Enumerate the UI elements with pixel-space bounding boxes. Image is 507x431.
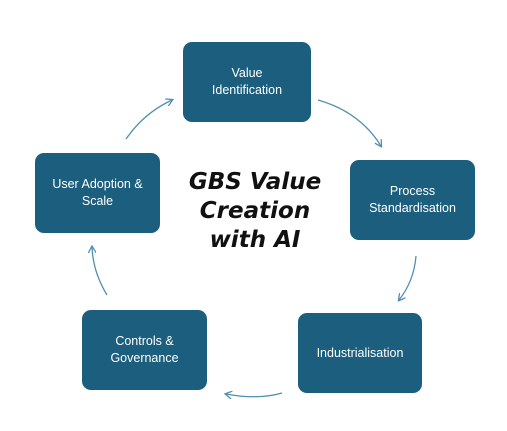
arrow-process-to-industrialisation	[399, 255, 417, 300]
node-controls-governance: Controls & Governance	[82, 310, 207, 390]
arrow-adoption-to-value	[125, 100, 172, 140]
node-value-identification: Value Identification	[183, 42, 311, 122]
node-user-adoption-scale: User Adoption & Scale	[35, 153, 160, 233]
arrow-industrialisation-to-controls	[226, 393, 283, 397]
node-process-standardisation: Process Standardisation	[350, 160, 475, 240]
arrow-controls-to-adoption	[92, 247, 108, 296]
diagram-center-title: GBS Value Creation with AI	[188, 169, 322, 253]
arrow-value-to-process	[317, 99, 381, 146]
node-industrialisation: Industrialisation	[298, 313, 422, 393]
